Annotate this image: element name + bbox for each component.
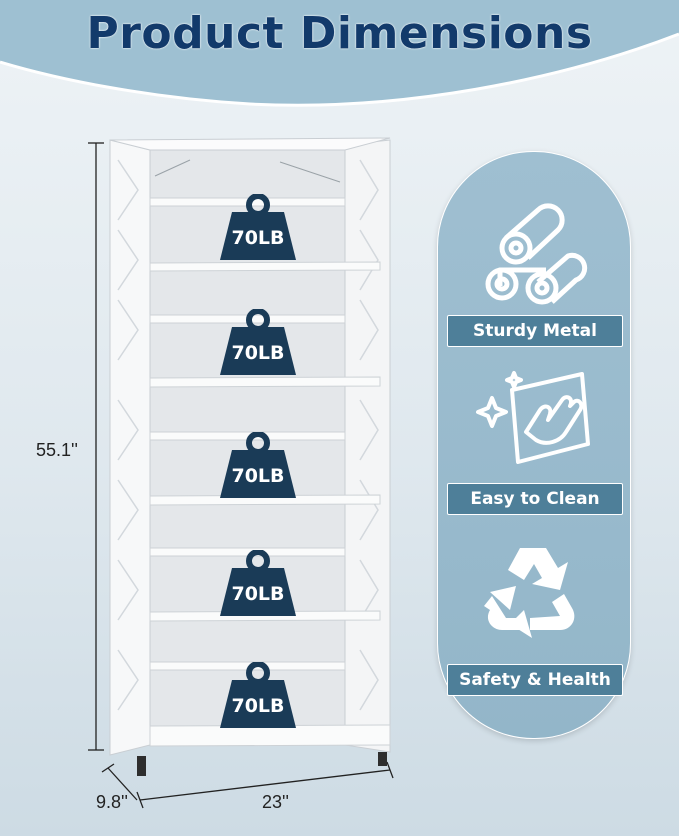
shelf-load-badge: 70LB [218,550,298,618]
width-dimension-label: 23'' [262,792,289,812]
feature-label-sturdy-metal: Sturdy Metal [447,315,623,347]
metal-rolls-icon [485,203,588,305]
shelf-load-badge: 70LB [218,309,298,377]
wipe-cloth-icon [476,371,590,464]
weight-icon [220,432,296,498]
shelf-load-text: 70LB [231,465,285,487]
weight-icon [220,194,296,260]
weight-icon [220,550,296,616]
feature-label-safety-health: Safety & Health [447,664,623,696]
depth-dimension-label: 9.8'' [96,792,128,812]
shelf-load-badge: 70LB [218,432,298,500]
shelf-load-text: 70LB [231,583,285,605]
feature-label-easy-to-clean: Easy to Clean [447,483,623,515]
header-banner [0,0,679,120]
banner-wave [0,0,679,107]
shelf-load-text: 70LB [231,342,285,364]
shelf-load-badge: 70LB [218,194,298,262]
shelf-load-badge: 70LB [218,662,298,730]
recycle-icon [484,548,575,638]
shelf-load-text: 70LB [231,695,285,717]
weight-icon [220,309,296,375]
shelf-load-text: 70LB [231,227,285,249]
weight-icon [220,662,296,728]
height-dimension-label: 55.1'' [36,440,78,460]
page-title: Product Dimensions [86,8,593,59]
bookshelf-illustration [88,137,394,809]
